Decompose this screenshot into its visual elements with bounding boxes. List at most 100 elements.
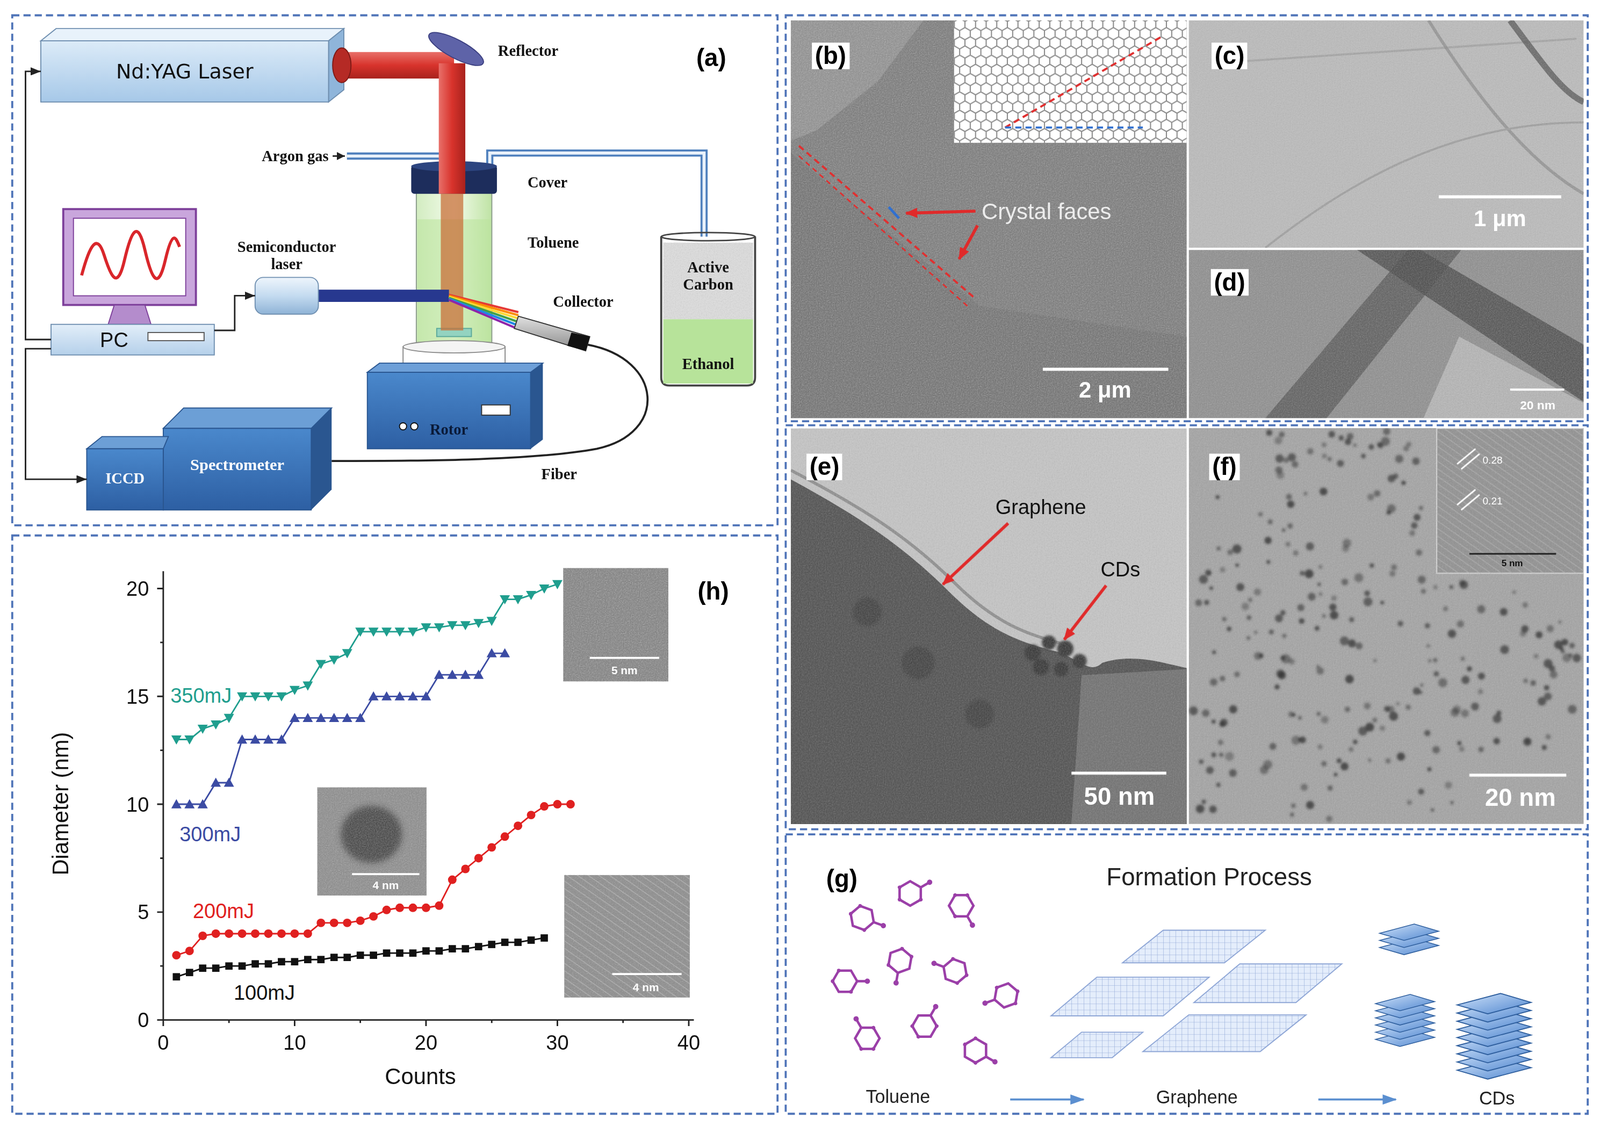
carbon-dot xyxy=(1427,767,1432,772)
carbon-dot xyxy=(1195,804,1205,814)
data-point xyxy=(513,821,523,831)
data-point xyxy=(395,949,404,957)
series-label: 300mJ xyxy=(176,823,244,846)
data-point xyxy=(461,945,470,953)
tem-image xyxy=(1188,249,1584,418)
data-point xyxy=(395,903,405,913)
laser-apparatus xyxy=(410,422,418,430)
tem-image xyxy=(954,20,1187,143)
carbon-dot xyxy=(1336,459,1344,467)
tem-image xyxy=(1461,453,1480,470)
tem-image xyxy=(1188,428,1584,825)
carbon-dot xyxy=(1432,658,1438,663)
carbon-dot xyxy=(1338,435,1344,441)
data-point xyxy=(356,916,365,926)
carbon-dot xyxy=(1478,672,1486,680)
iccd-box: ICCD xyxy=(86,448,163,510)
node-text: Rotor xyxy=(429,421,468,439)
data-point xyxy=(382,905,392,915)
connector xyxy=(25,348,87,480)
carbon-dot xyxy=(1367,493,1375,501)
tem-image xyxy=(888,206,899,219)
data-point xyxy=(197,724,208,734)
laser-apparatus xyxy=(331,344,648,461)
scale-label: 5 nm xyxy=(1501,559,1524,570)
carbon-dot xyxy=(1289,812,1295,818)
carbon-dot xyxy=(1424,730,1431,737)
carbon-dot xyxy=(1380,600,1385,605)
panel-title: Formation Process xyxy=(1106,863,1313,891)
data-point xyxy=(277,929,286,939)
data-point xyxy=(250,692,261,702)
carbon-dot xyxy=(1306,801,1315,810)
laser-apparatus xyxy=(81,231,180,279)
carbon-dot xyxy=(1274,466,1283,474)
data-point xyxy=(264,960,273,968)
carbon-dot xyxy=(1329,610,1339,620)
carbon-dot xyxy=(1221,616,1227,622)
tem-inset xyxy=(564,875,690,998)
carbon-dot xyxy=(1444,781,1452,789)
carbon-dot xyxy=(1264,536,1272,544)
tem-image xyxy=(790,20,1187,418)
formation-process xyxy=(1050,1032,1143,1058)
tem-inset xyxy=(563,568,669,682)
tem-image xyxy=(1188,20,1584,248)
tick-label: 20 xyxy=(414,1031,438,1054)
series-line xyxy=(176,938,545,977)
carbon-dot xyxy=(1541,745,1547,751)
laser-apparatus xyxy=(318,289,450,302)
formation-process xyxy=(844,901,890,939)
laser-apparatus xyxy=(662,319,753,384)
tem-inset xyxy=(351,873,420,876)
data-point xyxy=(302,681,313,691)
carbon-dot xyxy=(1307,448,1314,455)
data-point xyxy=(198,964,207,972)
formation-process xyxy=(978,978,1024,1016)
carbon-dot xyxy=(1216,546,1221,551)
tem-image xyxy=(942,523,1009,585)
laser-apparatus xyxy=(40,26,755,510)
tick-label: 10 xyxy=(283,1031,306,1054)
carbon-dot xyxy=(1496,710,1502,716)
carbon-dot xyxy=(1207,571,1212,576)
data-point xyxy=(448,945,457,953)
carbon-dot xyxy=(1401,480,1406,486)
laser-apparatus xyxy=(402,340,506,353)
carbon-dot xyxy=(1253,630,1258,634)
carbon-dot xyxy=(1395,455,1404,464)
laser-apparatus xyxy=(40,40,329,103)
carbon-dot xyxy=(1396,752,1405,761)
carbon-dot xyxy=(1493,737,1500,745)
carbon-dot xyxy=(1568,653,1573,658)
laser-apparatus xyxy=(347,153,705,250)
carbon-dot xyxy=(1321,716,1329,724)
data-point xyxy=(290,929,299,939)
data-point xyxy=(499,595,510,605)
panel-frames xyxy=(785,834,1588,1114)
data-point xyxy=(197,799,208,809)
scale-label: 5 nm xyxy=(611,664,638,677)
laser-apparatus xyxy=(347,153,705,250)
carbon-dot xyxy=(1220,567,1226,573)
beaker: Active CarbonEthanol xyxy=(662,238,753,384)
part-label: Argon gas xyxy=(261,147,329,165)
carbon-dot xyxy=(1413,687,1421,695)
data-point xyxy=(316,955,325,964)
annotation: Graphene xyxy=(995,495,1087,519)
carbon-dot xyxy=(1317,744,1323,750)
laser-apparatus xyxy=(311,407,332,510)
carbon-dot xyxy=(1266,429,1273,436)
carbon-dot xyxy=(1287,453,1296,462)
data-point xyxy=(250,929,260,939)
carbon-dot xyxy=(1248,597,1253,603)
data-point xyxy=(289,686,300,696)
chart-series xyxy=(171,580,575,981)
part-label: Fiber xyxy=(541,465,578,483)
formation-process xyxy=(891,870,939,912)
laser-apparatus xyxy=(661,236,756,386)
data-point xyxy=(171,735,182,745)
carbon-dot xyxy=(1281,528,1286,532)
